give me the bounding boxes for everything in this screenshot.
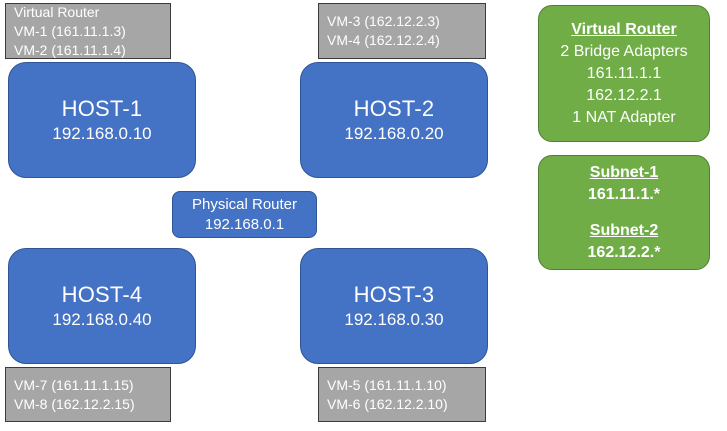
physical-router-box[interactable]: Physical Router 192.168.0.1 [172,191,317,238]
vm-label-line: VM-4 (162.12.2.4) [327,32,440,48]
host-ip: 192.168.0.10 [52,124,152,143]
host-box-host-4[interactable]: HOST-4 192.168.0.40 [8,248,196,364]
legend-subnets: Subnet-1 161.11.1.* Subnet-2 162.12.2.* [538,155,710,270]
legend-heading-subnet-2: Subnet-2 [589,221,659,239]
host-ip: 192.168.0.30 [344,310,444,329]
vm-label-host-1: Virtual Router VM-1 (161.11.1.3) VM-2 (1… [5,3,171,59]
router-ip: 192.168.0.1 [204,215,285,233]
vm-label-line: VM-5 (161.11.1.10) [327,376,447,393]
vm-label-host-2: VM-3 (162.12.2.3) VM-4 (162.12.2.4) [318,3,486,59]
host-ip: 192.168.0.20 [344,124,444,143]
host-box-host-2[interactable]: HOST-2 192.168.0.20 [300,62,488,178]
router-name: Physical Router [191,195,298,213]
vm-label-line: VM-6 (162.12.2.10) [327,395,448,412]
legend-line: 162.12.2.1 [586,86,662,104]
legend-line: 161.11.1.1 [586,64,662,82]
vm-label-line: VM-3 (162.12.2.3) [327,13,440,29]
legend-line: 2 Bridge Adapters [560,42,688,60]
host-box-host-1[interactable]: HOST-1 192.168.0.10 [8,62,196,178]
vm-label-line: VM-1 (161.11.1.3) [14,22,126,39]
legend-value-subnet-2: 162.12.2.* [587,243,661,261]
legend-heading: Virtual Router [571,20,677,38]
vm-label-line: VM-7 (161.11.1.15) [14,376,134,393]
host-name: HOST-3 [353,282,435,307]
legend-heading-subnet-1: Subnet-1 [589,163,659,181]
vm-label-host-3: VM-5 (161.11.1.10) VM-6 (162.12.2.10) [318,367,486,422]
vm-label-line: VM-8 (162.12.2.15) [14,395,135,412]
vm-label-line: VM-2 (161.11.1.4) [14,41,126,58]
host-ip: 192.168.0.40 [52,310,152,329]
legend-virtual-router: Virtual Router 2 Bridge Adapters 161.11.… [538,5,710,142]
host-name: HOST-4 [61,282,143,307]
vm-label-line: Virtual Router [14,3,100,20]
legend-line: 1 NAT Adapter [572,108,676,126]
host-name: HOST-2 [353,96,435,121]
vm-label-host-4: VM-7 (161.11.1.15) VM-8 (162.12.2.15) [5,367,171,422]
host-box-host-3[interactable]: HOST-3 192.168.0.30 [300,248,488,364]
legend-value-subnet-1: 161.11.1.* [587,185,661,203]
host-name: HOST-1 [61,96,143,121]
